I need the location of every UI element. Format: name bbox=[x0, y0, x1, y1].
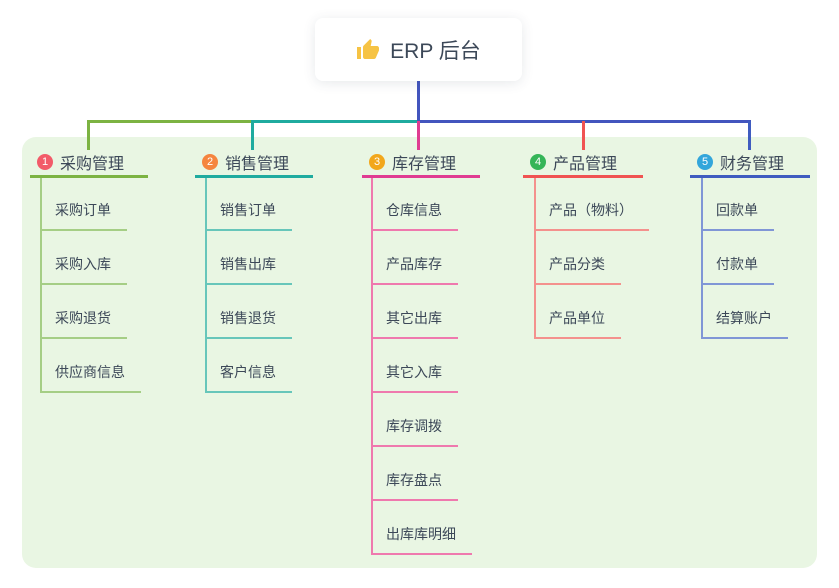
connector-drop-branch2 bbox=[251, 121, 254, 150]
branch-3-children-line bbox=[371, 178, 373, 555]
child-node[interactable]: 销售退货 bbox=[205, 309, 292, 339]
thumbs-up-icon bbox=[356, 38, 380, 62]
branch-1-number-badge: 1 bbox=[37, 154, 53, 170]
branch-node-1[interactable]: 1 采购管理 bbox=[30, 149, 148, 178]
child-node[interactable]: 客户信息 bbox=[205, 363, 292, 393]
connector-bus-left-teal bbox=[251, 120, 419, 123]
child-node[interactable]: 其它出库 bbox=[371, 309, 458, 339]
branch-2-children-line bbox=[205, 178, 207, 393]
child-node[interactable]: 采购退货 bbox=[40, 309, 127, 339]
child-node[interactable]: 仓库信息 bbox=[371, 201, 458, 231]
branch-node-3[interactable]: 3 库存管理 bbox=[362, 149, 480, 178]
branch-3-label: 库存管理 bbox=[392, 156, 457, 173]
branch-4-label: 产品管理 bbox=[553, 156, 618, 173]
child-node[interactable]: 产品库存 bbox=[371, 255, 458, 285]
branch-1-label: 采购管理 bbox=[60, 156, 125, 173]
child-node[interactable]: 库存盘点 bbox=[371, 471, 458, 501]
child-node[interactable]: 付款单 bbox=[701, 255, 774, 285]
child-node[interactable]: 供应商信息 bbox=[40, 363, 141, 393]
connector-drop-branch4 bbox=[582, 121, 585, 150]
child-node[interactable]: 出库库明细 bbox=[371, 525, 472, 555]
child-node[interactable]: 回款单 bbox=[701, 201, 774, 231]
child-node[interactable]: 销售订单 bbox=[205, 201, 292, 231]
branch-node-5[interactable]: 5 财务管理 bbox=[690, 149, 810, 178]
branch-2-number-badge: 2 bbox=[202, 154, 218, 170]
connector-drop-branch1 bbox=[87, 121, 90, 150]
branch-1-children-line bbox=[40, 178, 42, 393]
branch-node-2[interactable]: 2 销售管理 bbox=[195, 149, 313, 178]
branch-3-number-badge: 3 bbox=[369, 154, 385, 170]
child-node[interactable]: 采购订单 bbox=[40, 201, 127, 231]
child-node[interactable]: 产品分类 bbox=[534, 255, 621, 285]
branch-4-children-line bbox=[534, 178, 536, 339]
connector-drop-branch3 bbox=[417, 121, 420, 150]
child-node[interactable]: 产品（物料） bbox=[534, 201, 649, 231]
connector-bus-left-green bbox=[87, 120, 253, 123]
connector-drop-branch5 bbox=[748, 121, 751, 150]
branch-5-number-badge: 5 bbox=[697, 154, 713, 170]
branch-5-label: 财务管理 bbox=[720, 156, 785, 173]
child-node[interactable]: 库存调拨 bbox=[371, 417, 458, 447]
branch-4-number-badge: 4 bbox=[530, 154, 546, 170]
child-node[interactable]: 销售出库 bbox=[205, 255, 292, 285]
connector-root-stem bbox=[417, 81, 420, 121]
branch-2-label: 销售管理 bbox=[225, 156, 290, 173]
root-node[interactable]: ERP 后台 bbox=[315, 18, 522, 81]
branch-5-children-line bbox=[701, 178, 703, 339]
background-panel bbox=[22, 137, 817, 568]
branch-node-4[interactable]: 4 产品管理 bbox=[523, 149, 643, 178]
child-node[interactable]: 结算账户 bbox=[701, 309, 788, 339]
root-label: ERP 后台 bbox=[390, 39, 481, 63]
child-node[interactable]: 采购入库 bbox=[40, 255, 127, 285]
child-node[interactable]: 产品单位 bbox=[534, 309, 621, 339]
child-node[interactable]: 其它入库 bbox=[371, 363, 458, 393]
